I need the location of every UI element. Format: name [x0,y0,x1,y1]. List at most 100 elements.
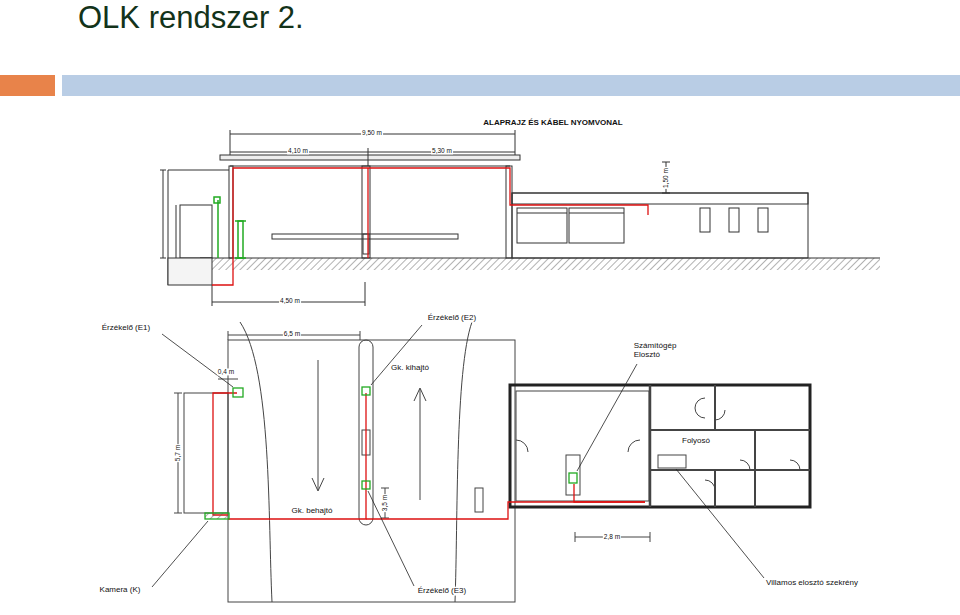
floor-plan-part [650,469,810,471]
floor-plan [174,322,810,602]
elevation-view-part [517,208,567,243]
dimension-label: 4,50 m [279,297,301,304]
callout-label: Érzékelő (E3) [417,587,467,596]
leader-lines-part [676,469,764,578]
elevation-view-part [365,282,366,306]
elevation-view-part [220,155,520,160]
callout-label: Gk. behajtó [291,507,334,516]
plan-cable-part [574,484,645,502]
header-bars [0,75,960,96]
floor-plan-part [649,385,652,507]
floor-plan-part [381,488,389,489]
leader-lines-part [162,334,233,387]
elevation-view-part [515,130,516,155]
elevation-view-part [168,170,229,171]
leader-lines-part [371,325,422,385]
elevation-view-part [212,285,213,306]
floor-plan-part [318,360,319,490]
callout-label: Villamos elosztó szekrény [765,579,859,588]
slide-title: OLK rendszer 2. [78,2,304,35]
elevation-view-part [180,205,212,258]
elevation-view-part [662,162,670,163]
floor-plan-part [312,478,324,491]
floor-plan-part [754,430,756,507]
elevation-devices-part [235,257,246,259]
floor-plan-part [790,460,800,470]
dimension-label: 5,30 m [431,147,453,154]
elevation-view-part [230,152,515,153]
floor-plan-part [240,322,272,602]
elevation-view-part [512,193,808,204]
floor-plan-part [218,379,238,380]
floor-plan-part [650,532,651,542]
sensors-part [233,388,243,397]
callout-label: Kamera (K) [99,586,142,595]
leader-lines-part [577,364,637,471]
floor-plan-part [575,532,576,542]
callout-label: Folyosó [681,437,711,446]
elevation-cable [212,168,648,285]
callout-label: Számítógép Elosztó [633,342,678,360]
elevation-view-part [700,208,710,232]
header-bars-part [62,75,960,96]
elevation-view-part [168,258,212,285]
elevation-devices-part [235,220,246,222]
callout-label: Érzékelő (E1) [101,324,151,333]
dimension-label: 2,8 m [603,533,621,540]
plan-cable-part [366,502,645,519]
floor-plan-part [658,455,686,468]
dimension-label: 6,5 m [283,330,301,337]
floor-plan-part [714,385,716,430]
floor-plan-part [455,322,472,602]
elevation-devices-part [238,221,243,258]
elevation-view-part [569,213,624,214]
floor-plan-part [184,393,228,513]
plan-cable [213,393,645,519]
elevation-view-part [176,205,177,258]
plan-cable-part [228,393,366,519]
floor-plan-part [628,440,640,452]
sensors-part [362,387,370,395]
sensors [205,387,577,519]
elevation-devices-part [214,197,220,203]
floor-plan-part [695,398,705,418]
elevation-view-part [758,208,768,232]
floor-plan-part [516,391,649,501]
elevation-view-part [569,208,624,243]
elevation-view-part [272,234,458,239]
elevation-cable-part [367,168,368,258]
floor-plan-part [174,513,182,514]
dimension-label: 9,50 m [361,129,383,136]
dimension-label: 4,10 m [287,147,309,154]
sensors-part [569,473,577,483]
floor-plan-part [510,385,810,507]
floor-plan-part [650,429,810,431]
dimension-label: 1,50 m [662,167,669,189]
elevation-view-part [512,193,808,258]
elevation-view-part [230,130,231,155]
floor-plan-part [566,455,580,495]
callout-label: Érzékelő (E2) [427,314,477,323]
elevation-view-part [200,258,880,270]
sensors-part [362,481,370,489]
drawing-heading: ALAPRAJZ ÉS KÁBEL NYOMVONAL [482,119,623,128]
floor-plan-part [516,440,528,452]
elevation-view-part [160,170,166,171]
sensors-part [205,513,229,519]
dimension-label: 3,5 m [381,494,388,512]
leader-lines-part [368,491,414,586]
elevation-view [160,130,880,306]
elevation-view-part [506,166,512,258]
elevation-view-part [517,213,567,214]
floor-plan-part [705,480,715,490]
leader-lines-part [152,521,208,587]
floor-plan-part [414,388,426,401]
elevation-view-part [729,208,739,232]
floor-plan-part [360,331,361,340]
callout-label: Gk. kihajtó [390,364,430,373]
elevation-view-part [368,148,369,166]
elevation-devices-part [217,200,219,258]
dimension-label: 5,7 m [174,444,181,462]
